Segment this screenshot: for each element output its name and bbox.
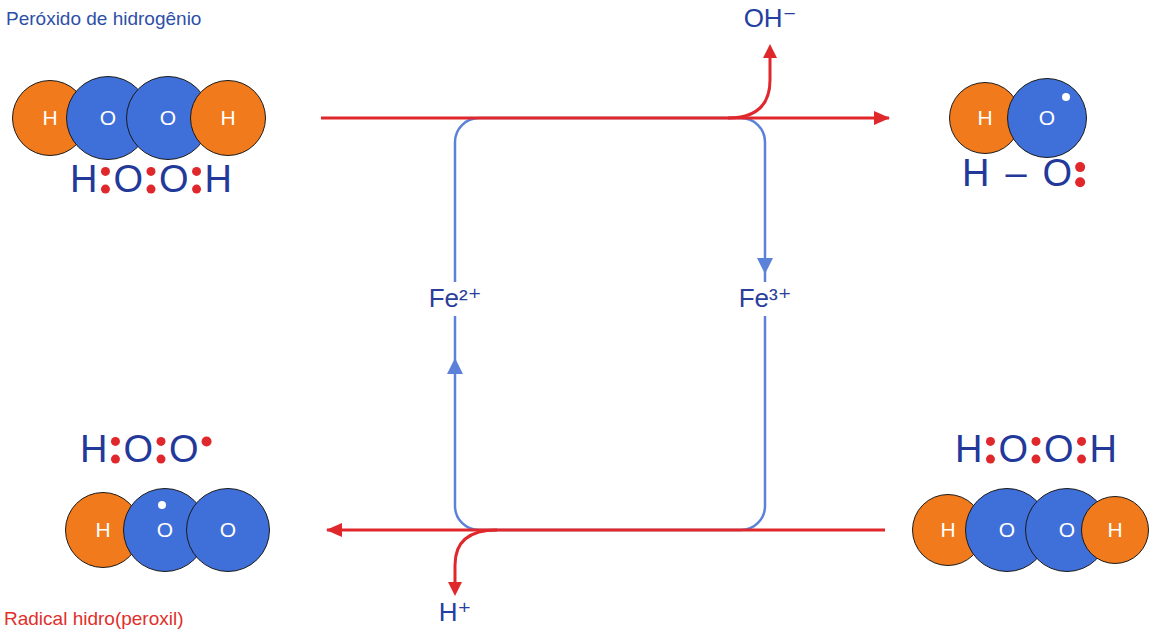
atom-symbol: H [977, 106, 992, 130]
text-label: Peróxido de hidrogênio [6, 8, 201, 30]
hydroxide-branch [728, 56, 770, 118]
reaction-arrow [321, 117, 889, 120]
atom-circle: O [186, 488, 270, 572]
text-label: H⁺ [439, 598, 472, 628]
cycle-arrowhead [757, 258, 773, 274]
atom-symbol: O [100, 106, 116, 130]
text-label: Fe²⁺ [425, 282, 486, 316]
cycle-arrowhead [447, 358, 463, 374]
lewis-formula: HOOH [70, 158, 248, 202]
text-label: Fe³⁺ [735, 282, 796, 316]
unpaired-electron [1062, 93, 1070, 101]
lewis-formula: H–O [962, 152, 1088, 196]
proton-branch [455, 530, 497, 584]
atom-circle: O [1007, 78, 1087, 158]
lewis-formula: HOOH [955, 428, 1133, 472]
atom-circle: H [190, 80, 266, 156]
unpaired-electron [158, 501, 166, 509]
atom-symbol: H [1107, 518, 1122, 542]
branch-arrowhead [448, 582, 462, 596]
atom-symbol: H [220, 106, 235, 130]
atom-symbol: O [160, 106, 176, 130]
lewis-formula: HOO [80, 428, 215, 472]
iron-cycle [455, 118, 765, 530]
atom-symbol: O [999, 518, 1015, 542]
branch-arrowhead [763, 44, 777, 58]
atom-symbol: H [95, 518, 110, 542]
atom-symbol: H [940, 518, 955, 542]
atom-symbol: O [157, 518, 173, 542]
text-label: OH⁻ [744, 4, 797, 34]
atom-symbol: O [1039, 106, 1055, 130]
atom-symbol: O [220, 518, 236, 542]
atom-symbol: H [42, 106, 57, 130]
reaction-arrow [327, 529, 885, 532]
text-label: Radical hidro(peroxil) [4, 608, 184, 630]
atom-circle: H [1081, 496, 1149, 564]
atom-symbol: O [1059, 518, 1075, 542]
